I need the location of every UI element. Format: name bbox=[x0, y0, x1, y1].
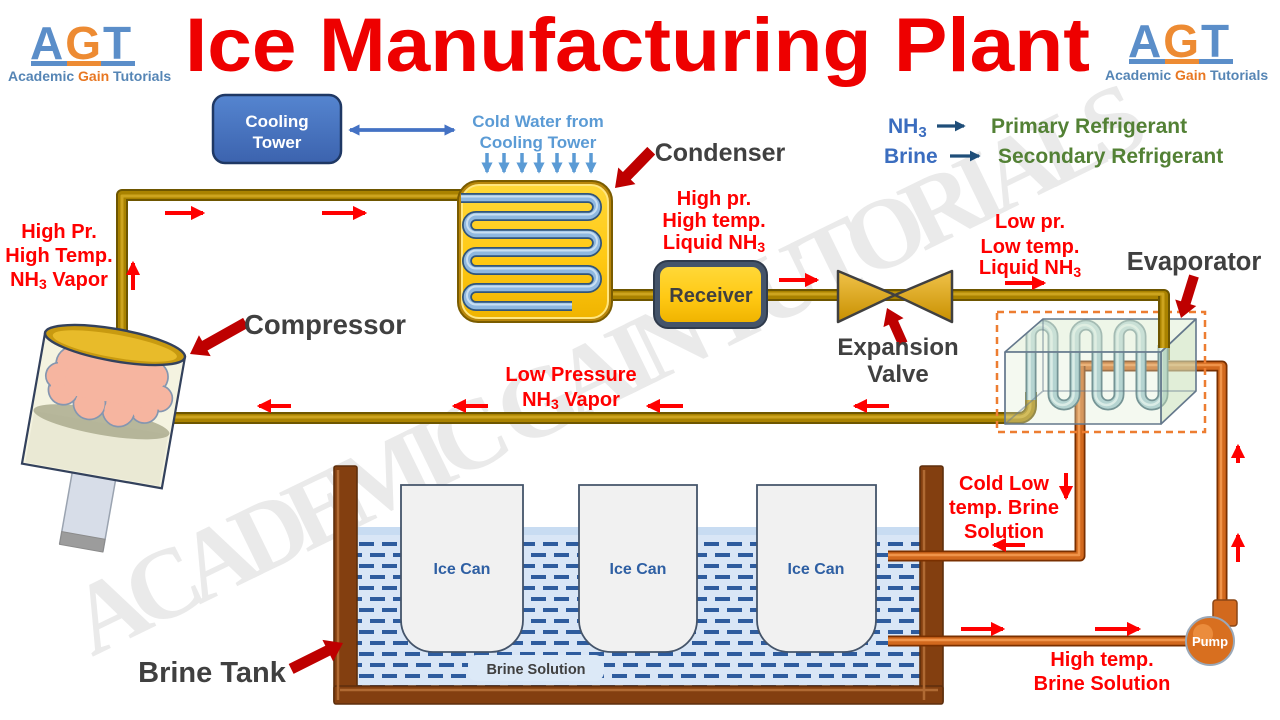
svg-text:Brine Solution: Brine Solution bbox=[486, 662, 585, 678]
svg-text:Cooling: Cooling bbox=[245, 112, 308, 131]
svg-text:Academic Gain Tutorials: Academic Gain Tutorials bbox=[8, 68, 171, 84]
svg-text:High temp.: High temp. bbox=[662, 210, 765, 232]
svg-text:Academic Gain Tutorials: Academic Gain Tutorials bbox=[1105, 67, 1268, 83]
svg-text:Ice Can: Ice Can bbox=[610, 561, 667, 578]
svg-text:High temp.: High temp. bbox=[1050, 649, 1153, 671]
svg-text:Solution: Solution bbox=[964, 521, 1044, 543]
svg-text:Ice Can: Ice Can bbox=[788, 561, 845, 578]
svg-text:temp. Brine: temp. Brine bbox=[949, 497, 1059, 519]
svg-text:High pr.: High pr. bbox=[677, 188, 751, 210]
svg-text:Tower: Tower bbox=[253, 133, 302, 152]
svg-text:Brine Tank: Brine Tank bbox=[138, 657, 287, 689]
svg-text:Evaporator: Evaporator bbox=[1127, 248, 1262, 276]
svg-text:NH3 Vapor: NH3 Vapor bbox=[10, 269, 108, 292]
svg-text:High Pr.: High Pr. bbox=[21, 221, 97, 243]
svg-text:Pump: Pump bbox=[1192, 634, 1228, 649]
svg-text:Ice Can: Ice Can bbox=[434, 561, 491, 578]
svg-text:Primary Refrigerant: Primary Refrigerant bbox=[991, 115, 1187, 138]
svg-text:Receiver: Receiver bbox=[669, 285, 753, 307]
svg-text:High Temp.: High Temp. bbox=[5, 245, 112, 267]
svg-text:Low Pressure: Low Pressure bbox=[505, 364, 636, 386]
svg-text:Condenser: Condenser bbox=[655, 139, 786, 167]
svg-text:Cold Water from: Cold Water from bbox=[472, 112, 604, 131]
svg-text:Brine: Brine bbox=[884, 145, 938, 168]
svg-text:Liquid NH3: Liquid NH3 bbox=[663, 232, 765, 255]
svg-text:Liquid NH3: Liquid NH3 bbox=[979, 257, 1081, 280]
svg-text:AGT: AGT bbox=[30, 17, 133, 69]
svg-text:Valve: Valve bbox=[867, 361, 928, 388]
svg-text:Cold Low: Cold Low bbox=[959, 473, 1049, 495]
svg-text:Secondary Refrigerant: Secondary Refrigerant bbox=[998, 145, 1223, 168]
svg-text:Ice Manufacturing Plant: Ice Manufacturing Plant bbox=[185, 3, 1090, 88]
svg-text:Cooling Tower: Cooling Tower bbox=[480, 133, 597, 152]
svg-text:Expansion: Expansion bbox=[837, 334, 958, 361]
svg-text:AGT: AGT bbox=[1128, 15, 1231, 67]
svg-text:Compressor: Compressor bbox=[244, 309, 406, 340]
svg-text:Brine Solution: Brine Solution bbox=[1034, 673, 1171, 695]
svg-text:NH3 Vapor: NH3 Vapor bbox=[522, 389, 620, 412]
svg-text:Low pr.: Low pr. bbox=[995, 211, 1065, 233]
svg-text:Low temp.: Low temp. bbox=[981, 236, 1080, 258]
